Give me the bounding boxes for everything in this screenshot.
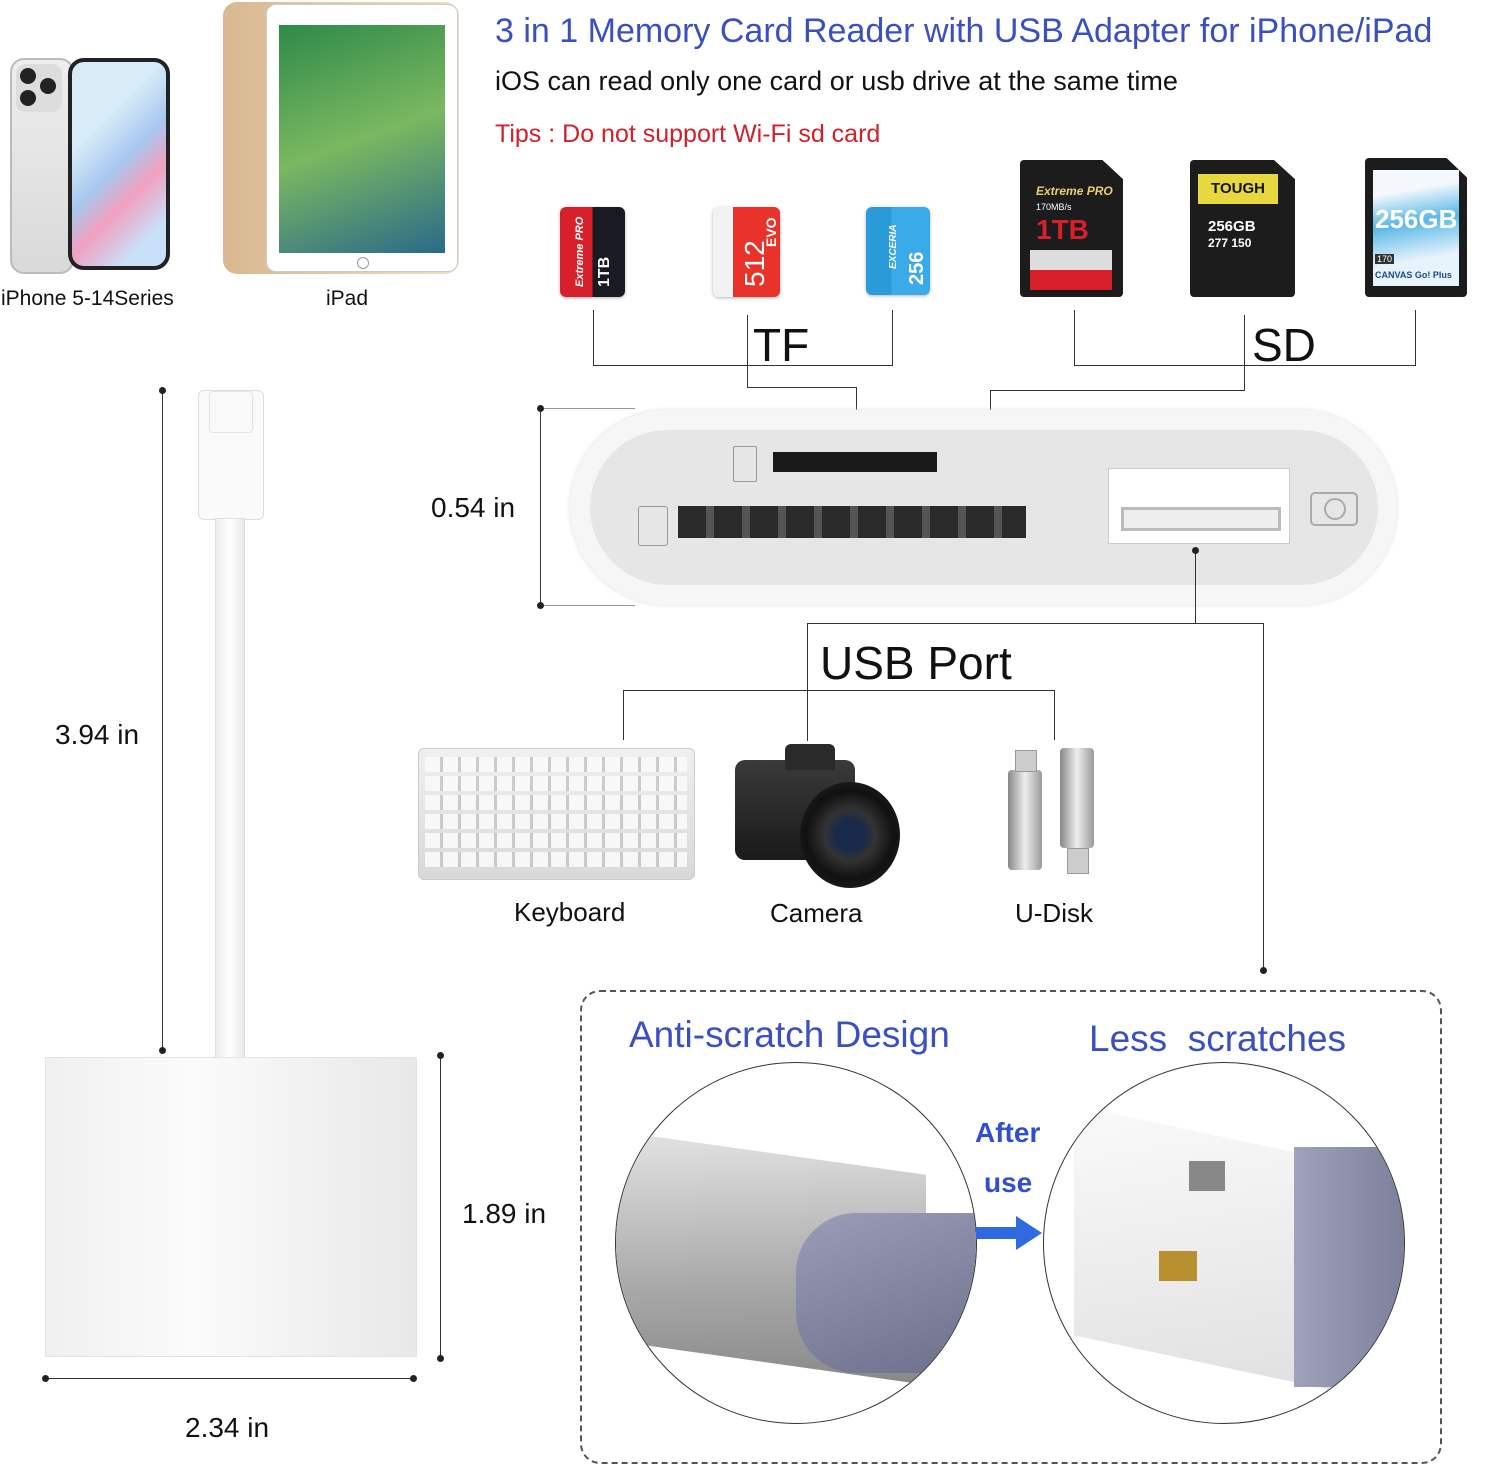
sd-card-2-speed: 277 150 (1208, 236, 1252, 250)
page-title: 3 in 1 Memory Card Reader with USB Adapt… (495, 12, 1433, 50)
usb-drive-icon (1008, 770, 1042, 870)
less-scratches-title: Less scratches (1089, 1018, 1347, 1059)
sd-label: SD (1252, 319, 1316, 371)
sd-card-1: Extreme PRO 170MB/s 1TB (1020, 160, 1123, 297)
subtitle: iOS can read only one card or usb drive … (495, 66, 1178, 96)
sd-card-2-brand: TOUGH (1198, 174, 1278, 204)
iphone-screen (68, 58, 170, 270)
cable-length-label: 3.94 in (55, 719, 140, 750)
tf-card-1-capacity: 1TB (596, 256, 613, 287)
sd-card-3-brand: CANVAS Go! Plus (1375, 270, 1452, 280)
sd-card-2: TOUGH 256GB 277 150 (1190, 160, 1295, 297)
sd-card-2-capacity: 256GB (1208, 218, 1256, 235)
tf-slot-icon (733, 446, 757, 482)
after-use-label-2: use (984, 1167, 1033, 1198)
after-use-label-1: After (975, 1117, 1041, 1148)
sd-card-1-capacity: 1TB (1036, 214, 1089, 245)
tf-card-3: EXCERIA 256 (866, 207, 930, 295)
arrow-right-icon (976, 1216, 1042, 1250)
body-width-label: 2.34 in (185, 1412, 270, 1443)
tf-card-2: 512 EVO (713, 207, 780, 297)
iphone-camera-icon (16, 64, 62, 112)
sd-slot (678, 506, 1026, 538)
usb-port (1108, 468, 1290, 544)
usb-device-label-udisk: U-Disk (1015, 898, 1093, 928)
card-reader-body (570, 410, 1397, 605)
usb-connector-closeup-after (1043, 1062, 1405, 1424)
ipad-screen (266, 4, 458, 272)
reader-height-label: 0.54 in (431, 492, 516, 523)
usb-port-label: USB Port (820, 637, 1012, 689)
sd-card-3-capacity: 256GB (1375, 204, 1458, 234)
lightning-connector (198, 390, 264, 520)
camera-lens (800, 782, 900, 888)
device-label-iphone: iPhone 5-14Series (1, 287, 174, 310)
usb-connector-closeup-before (615, 1062, 977, 1424)
sd-slot-icon (638, 506, 668, 546)
anti-scratch-title: Anti-scratch Design (629, 1014, 950, 1055)
keyboard-icon (418, 748, 695, 880)
sd-card-1-brand: Extreme PRO (1036, 184, 1113, 198)
adapter-body (45, 1057, 417, 1357)
tf-card-2-brand: EVO (763, 217, 779, 247)
tf-card-3-capacity: 256 (906, 251, 928, 285)
usb-device-label-camera: Camera (770, 898, 863, 928)
anti-scratch-panel (580, 990, 1442, 1464)
cable (215, 518, 245, 1060)
device-label-ipad: iPad (326, 287, 369, 310)
sd-card-3: 256GB 170 CANVAS Go! Plus (1365, 158, 1467, 297)
tips-text: Tips : Do not support Wi-Fi sd card (495, 120, 881, 148)
tf-label: TF (753, 319, 810, 371)
sd-card-3-speed: 170 (1375, 254, 1395, 264)
camera-port-icon (1310, 492, 1358, 526)
usb-device-label-keyboard: Keyboard (514, 897, 626, 927)
sd-card-1-speed: 170MB/s (1036, 202, 1072, 212)
tf-card-2-capacity: 512 (739, 240, 770, 287)
tf-card-1-brand: Extreme PRO (574, 216, 586, 287)
tf-card-3-brand: EXCERIA (888, 224, 899, 269)
tf-slot (773, 452, 937, 472)
body-height-label: 1.89 in (462, 1198, 547, 1229)
usb-drive-icon-2 (1060, 748, 1094, 848)
tf-card-1: Extreme PRO 1TB (560, 207, 625, 297)
